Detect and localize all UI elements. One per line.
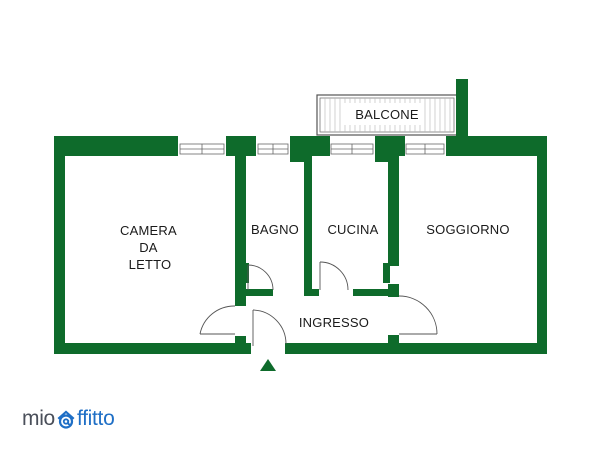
- label-cucina: CUCINA: [327, 222, 378, 237]
- at-sign-house-icon: [57, 410, 75, 429]
- balcony-pillar: [456, 79, 468, 137]
- brand-suffix: ffitto: [76, 407, 115, 430]
- doors: [199, 261, 438, 346]
- label-camera: CAMERA DA LETTO: [120, 223, 180, 272]
- door-entrance: [252, 309, 287, 346]
- brand-prefix: mio: [22, 407, 55, 430]
- label-balcone: BALCONE: [355, 107, 419, 122]
- brand-logo: mio ffitto: [22, 404, 115, 434]
- entrance-arrow-icon: [260, 359, 276, 371]
- door-cucina: [319, 261, 349, 291]
- balcony: [316, 79, 468, 137]
- door-camera: [199, 305, 236, 335]
- label-ingresso: INGRESSO: [299, 315, 369, 330]
- window-soggiorno: [405, 143, 445, 155]
- walls: [54, 136, 547, 354]
- windows: [179, 143, 445, 155]
- window-cucina: [330, 143, 374, 155]
- door-bagno: [247, 264, 274, 291]
- window-camera: [179, 143, 225, 155]
- label-soggiorno: SOGGIORNO: [426, 222, 509, 237]
- door-soggiorno: [398, 295, 438, 335]
- window-bagno: [257, 143, 289, 155]
- label-bagno: BAGNO: [251, 222, 299, 237]
